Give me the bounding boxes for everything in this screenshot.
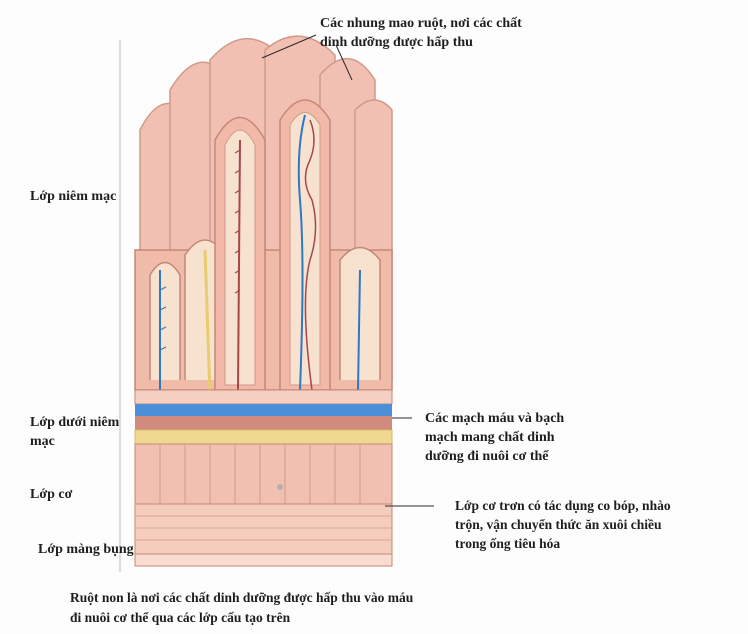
label-serosa: Lớp màng bụng [38,540,134,559]
label-villi-line2: dinh dưỡng được hấp thu [320,33,522,52]
longitudinal-muscle [135,504,392,554]
figure-caption: Ruột non là nơi các chất dinh dưỡng được… [70,588,413,628]
label-smooth-muscle: Lớp cơ trơn có tác dụng co bóp, nhào trộ… [455,496,671,553]
caption-line2: đi nuôi cơ thể qua các lớp cấu tạo trên [70,608,413,628]
label-submucosa-line2: mạc [30,432,119,451]
submucosa-top [135,390,392,404]
label-smooth-muscle-line2: trộn, vận chuyển thức ăn xuôi chiều [455,515,671,534]
blood-band [135,416,392,430]
label-villi: Các nhung mao ruột, nơi các chất dinh dư… [320,14,522,52]
label-submucosa-line1: Lớp dưới niêm [30,413,119,432]
label-villi-line1: Các nhung mao ruột, nơi các chất [320,14,522,33]
muscle-dot [277,484,283,490]
label-smooth-muscle-line3: trong ống tiêu hóa [455,534,671,553]
label-vessels: Các mạch máu và bạch mạch mang chất dinh… [425,409,564,466]
lymph-band [135,404,392,416]
label-muscle: Lớp cơ [30,485,72,504]
serosa-layer [135,554,392,566]
label-submucosa: Lớp dưới niêm mạc [30,413,119,451]
label-vessels-line2: mạch mang chất dinh [425,428,564,447]
label-smooth-muscle-line1: Lớp cơ trơn có tác dụng co bóp, nhào [455,496,671,515]
label-mucosa: Lớp niêm mạc [30,187,116,206]
circular-muscle [135,444,392,504]
lacteal-band [135,430,392,444]
label-vessels-line3: dưỡng đi nuôi cơ thể [425,447,564,466]
label-vessels-line1: Các mạch máu và bạch [425,409,564,428]
caption-line1: Ruột non là nơi các chất dinh dưỡng được… [70,588,413,608]
